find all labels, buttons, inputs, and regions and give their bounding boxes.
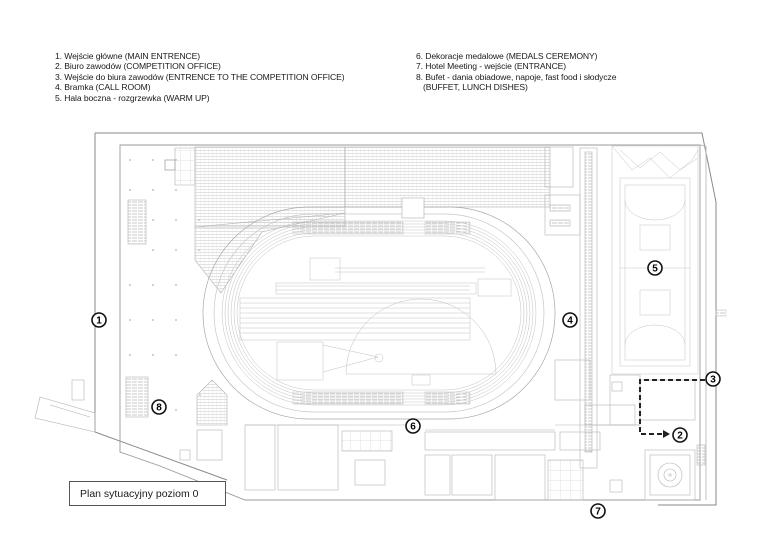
marker-5-label: 5: [652, 264, 658, 275]
left-stairs: [125, 199, 149, 418]
marker-4-label: 4: [567, 316, 573, 327]
column-grid: [129, 159, 201, 411]
route-arrow-icon: [663, 430, 670, 438]
legend-right-column: 6. Dekoracje medalowe (MEDALS CEREMONY) …: [416, 51, 617, 93]
stadium-ring: [202, 206, 556, 420]
legend-item-1: 1. Wejście główne (MAIN ENTRENCE): [55, 51, 201, 61]
legend-item-7: 7. Hotel Meeting - wejście (ENTRANCE): [416, 61, 567, 72]
marker-7-label: 7: [595, 507, 601, 518]
legend-item-8-text: 8. Bufet - dania obiadowe, napoje, fast …: [416, 71, 617, 82]
marker-7: 7: [590, 503, 606, 519]
east-service-rooms: [544, 146, 598, 469]
marker-2: 2: [672, 427, 688, 443]
marker-6: 6: [405, 418, 421, 434]
route-to-competition-office: [639, 379, 705, 435]
marker-8-label: 8: [156, 403, 162, 414]
marker-1: 1: [91, 312, 107, 328]
marker-3-label: 3: [710, 375, 716, 386]
marker-6-label: 6: [410, 422, 416, 433]
plan-title: Plan sytuacyjny poziom 0: [80, 487, 199, 500]
legend-item-5: 5. Hala boczna - rozgrzewka (WARM UP): [55, 92, 210, 103]
north-tunnel: [401, 197, 425, 219]
legend-item-3: 3. Wejście do biura zawodów (ENTRENCE TO…: [55, 71, 345, 82]
stadium-seating: [292, 221, 471, 405]
warm-up-hall: [611, 145, 699, 375]
marker-8: 8: [151, 399, 167, 415]
marker-3: 3: [705, 371, 721, 387]
legend-item-8-continuation: (BUFFET, LUNCH DISHES): [423, 82, 528, 93]
marker-4: 4: [562, 312, 578, 328]
plan-title-box: Plan sytuacyjny poziom 0: [69, 481, 226, 506]
marker-2-label: 2: [677, 431, 683, 442]
east-outdoor-stair: [715, 309, 727, 317]
legend-item-4: 4. Bramka (CALL ROOM): [55, 82, 151, 93]
marker-5: 5: [647, 260, 663, 276]
legend-item-8: 8. Bufet - dania obiadowe, napoje, fast …: [416, 71, 617, 93]
outbuilding: [71, 379, 85, 401]
competition-office-area: [609, 374, 706, 501]
south-rooms: [179, 404, 640, 501]
legend-item-2: 2. Biuro zawodów (COMPETITION OFFICE): [55, 61, 221, 72]
marker-1-label: 1: [96, 316, 102, 327]
legend-left-column: 1. Wejście główne (MAIN ENTRENCE) 2. Biu…: [55, 51, 345, 103]
legend-item-6: 6. Dekoracje medalowe (MEDALS CEREMONY): [416, 51, 598, 61]
southwest-structures: [34, 379, 228, 461]
north-grandstand: [174, 146, 551, 294]
elevator-nw: [164, 159, 176, 171]
infield: [239, 257, 512, 386]
